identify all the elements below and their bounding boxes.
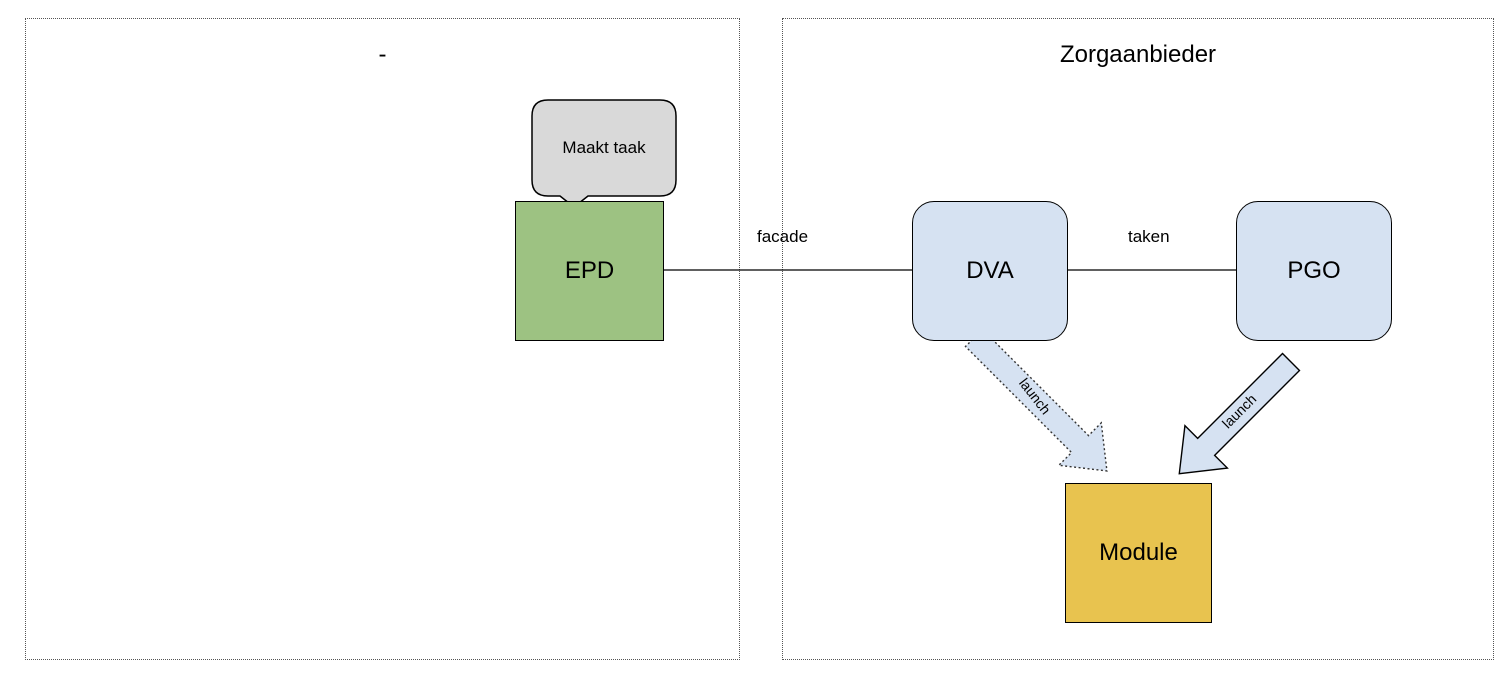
swimlane-left: -: [25, 18, 740, 660]
node-module[interactable]: Module: [1065, 483, 1212, 623]
node-epd[interactable]: EPD: [515, 201, 664, 341]
swimlane-zorgaanbieder: Zorgaanbieder: [782, 18, 1494, 660]
callout-text: Maakt taak: [562, 138, 646, 157]
arrow-pgo-module: [1178, 352, 1301, 475]
node-dva[interactable]: DVA: [912, 201, 1068, 341]
swimlane-left-title: -: [378, 41, 387, 68]
node-pgo[interactable]: PGO: [1236, 201, 1392, 341]
edge-label-taken: taken: [1128, 227, 1170, 246]
swimlane-zorgaanbieder-title: Zorgaanbieder: [1059, 41, 1217, 68]
edge-label-facade: facade: [757, 227, 809, 246]
